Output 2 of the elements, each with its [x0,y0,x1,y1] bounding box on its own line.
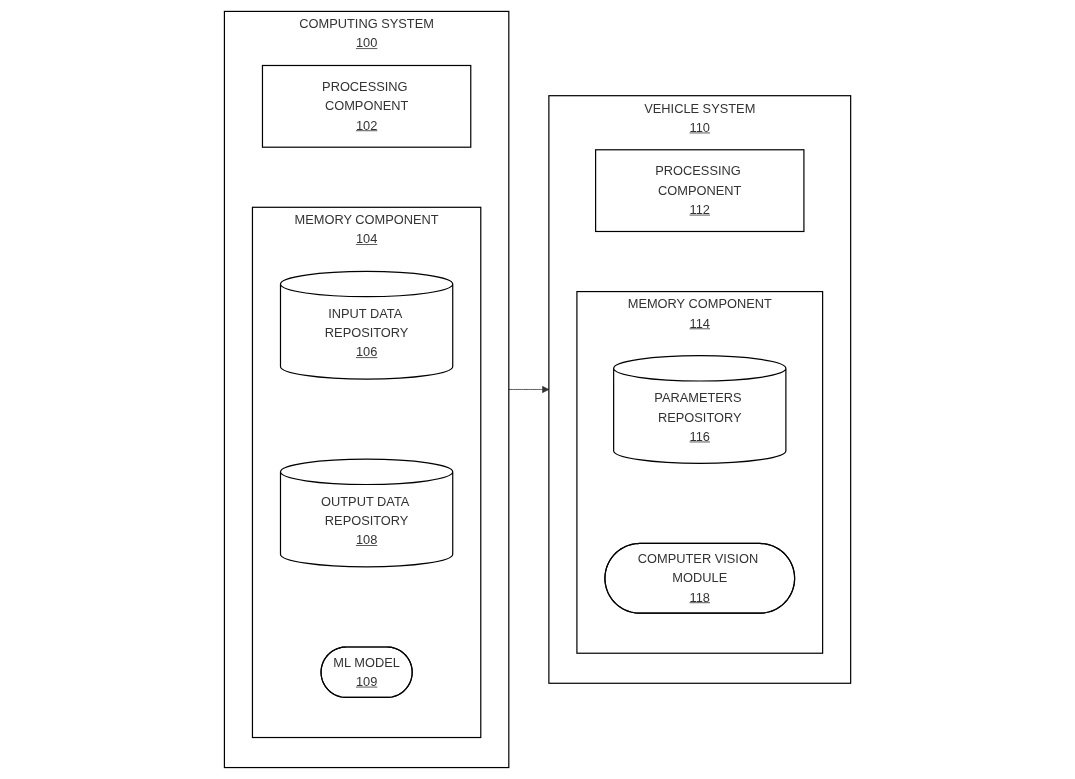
node-box: PROCESSING COMPONENT 102 [261,64,472,148]
node-box: PROCESSING COMPONENT 112 [594,149,805,233]
